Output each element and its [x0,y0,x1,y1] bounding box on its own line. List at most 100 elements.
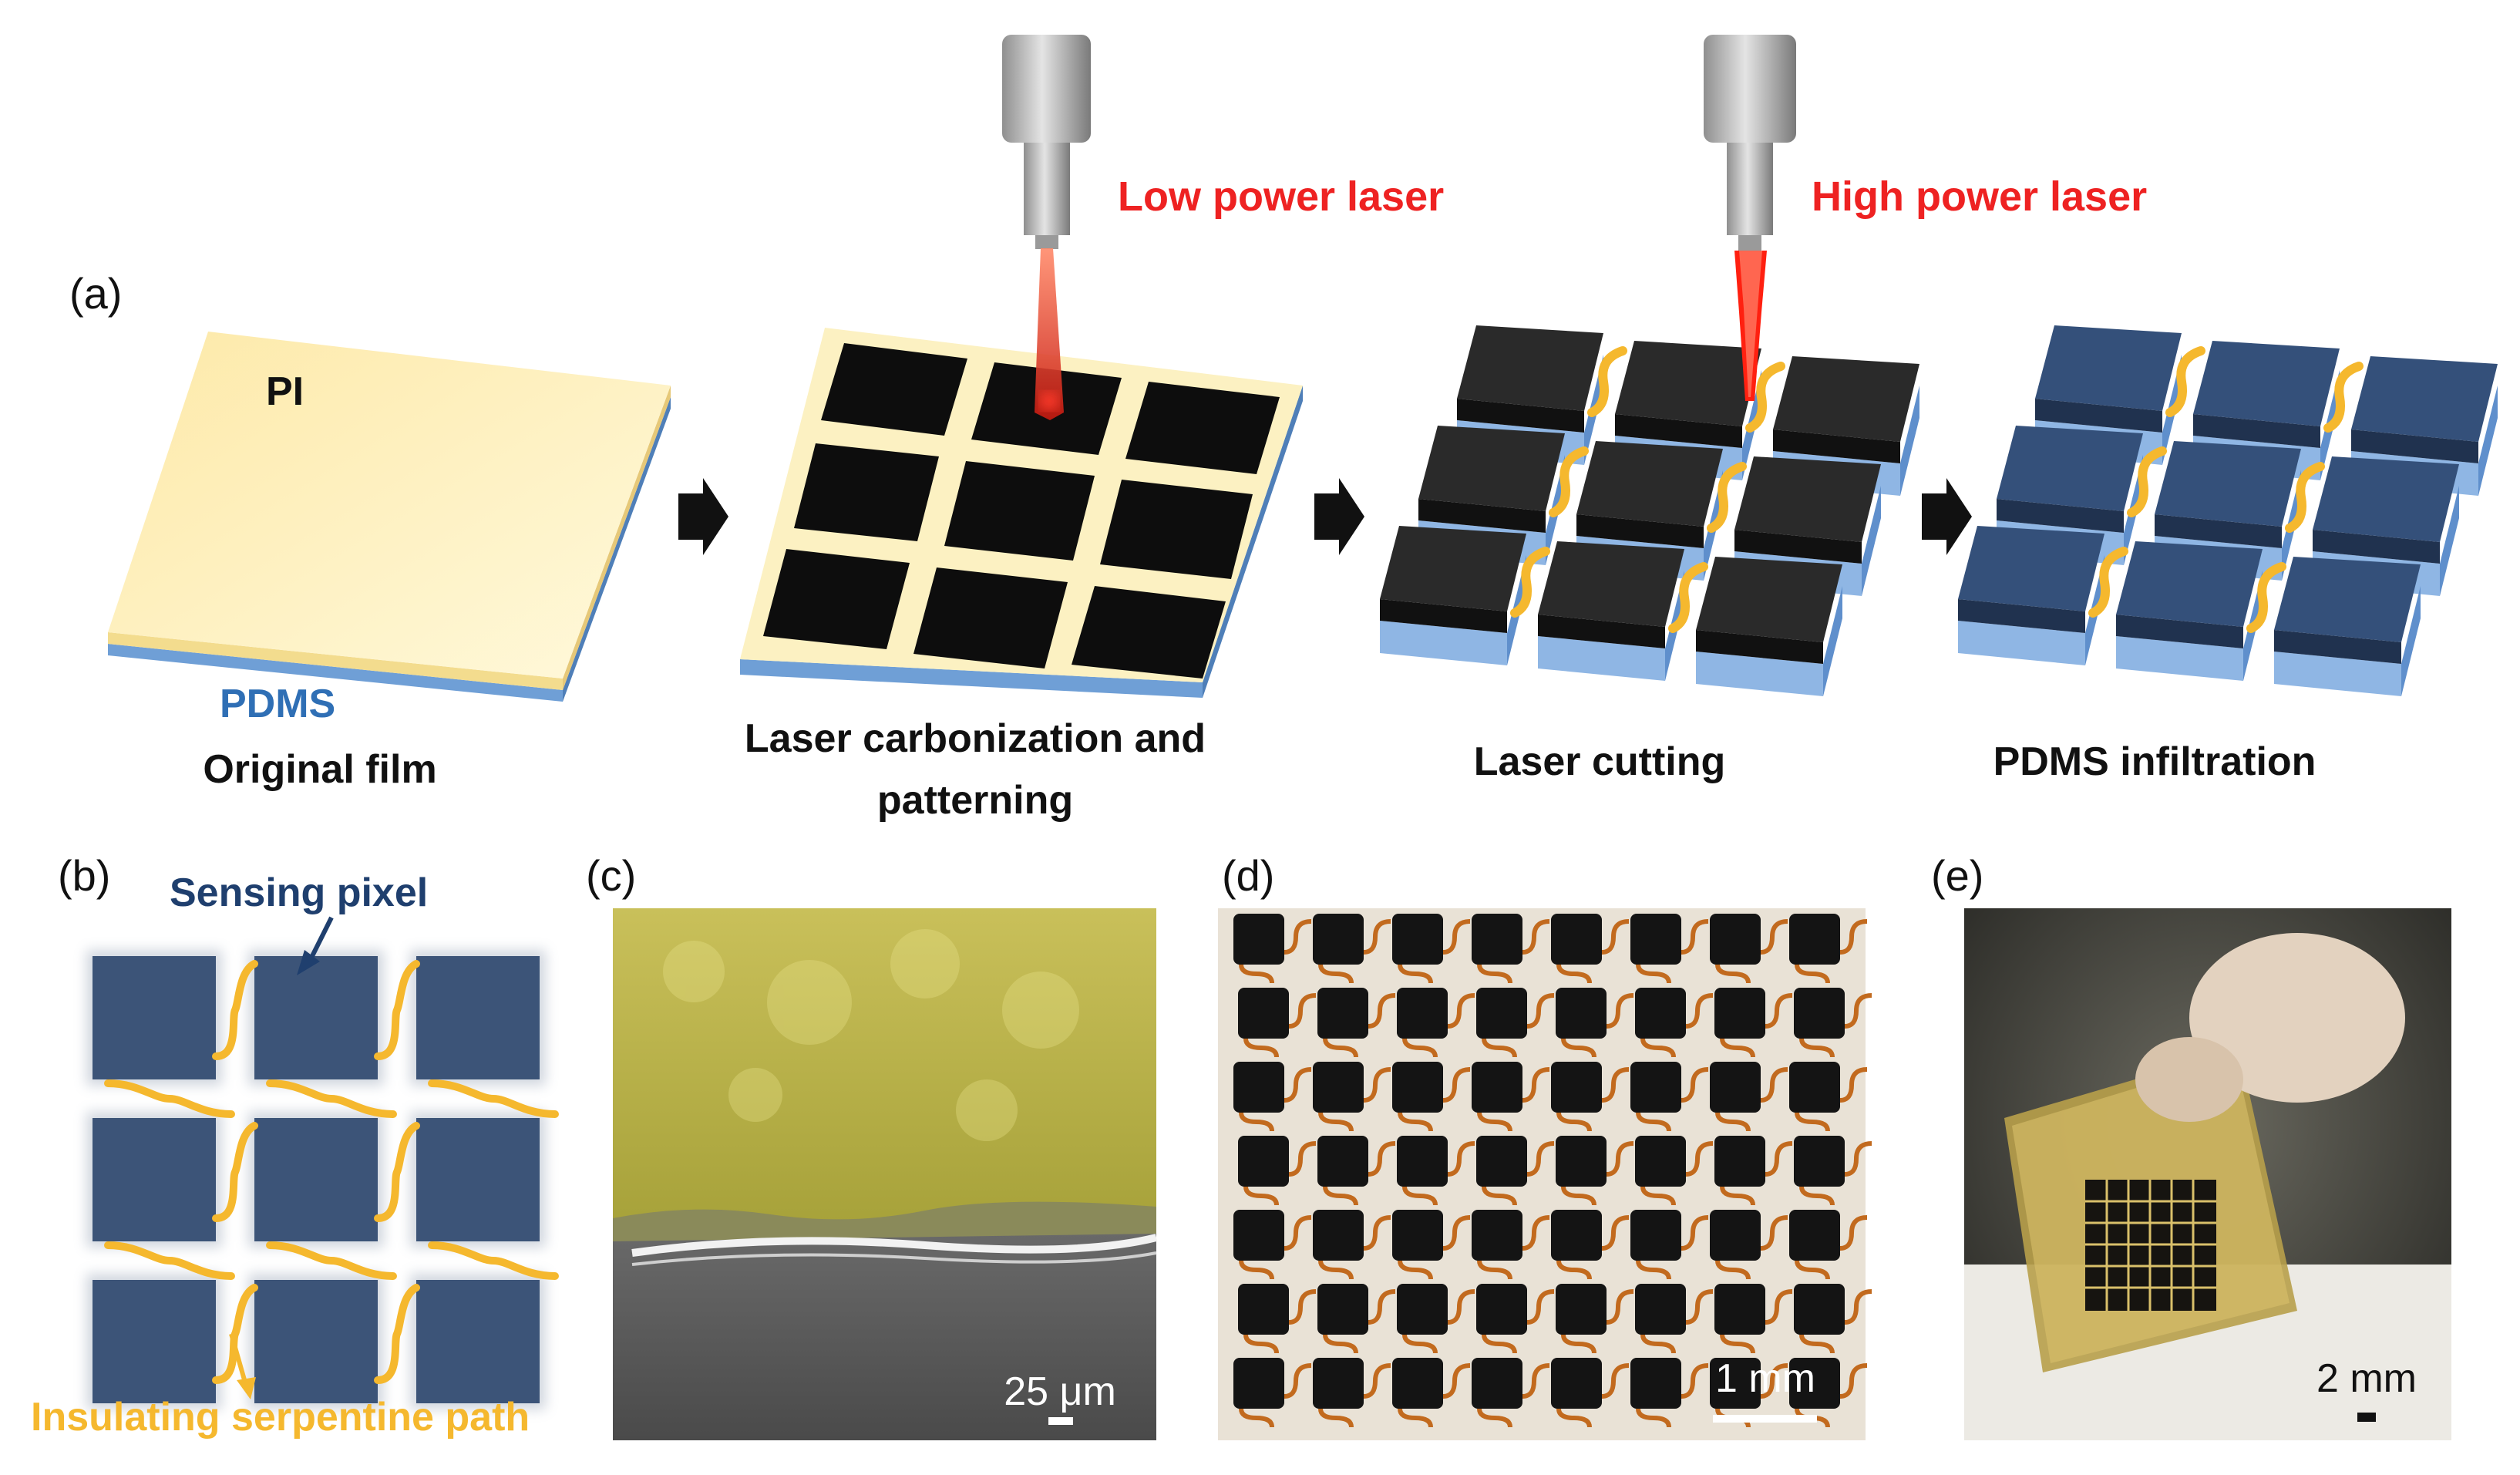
photo-pixel [1313,1210,1364,1261]
pixel-pad [1538,541,1708,681]
pixel-grid-schematic [86,950,559,1409]
photo-pixel [1238,988,1289,1039]
photo-pixel [1556,988,1607,1039]
pixel-pad [1380,526,1550,665]
panel-b: (b) Sensing pixel Insulating serpentine … [31,851,559,1440]
panel-label-b: (b) [58,851,110,900]
arrow-icon [678,478,728,555]
step-label-laser-cutting: Laser cutting [1474,739,1726,784]
serpentine-path [212,1284,258,1384]
sensing-pixel [93,956,216,1079]
array-photo-pixels [1233,914,1872,1428]
photo-pixel [1472,1358,1522,1409]
sensing-pixel [254,1280,378,1403]
arrow-icon [1922,478,1972,555]
photo-pixel [1789,1358,1840,1409]
photo-pixel [1789,1210,1840,1261]
scale-bar-label-c: 25 μm [1004,1369,1116,1414]
photo-pixel [1392,1062,1443,1113]
high-power-laser-label: High power laser [1812,173,2147,220]
panel-a: (a) PI PDMS Original film [69,35,2498,823]
panel-label-c: (c) [586,851,636,900]
photo-pixel [1794,1284,1845,1335]
photo-pixel [1789,914,1840,965]
photo-pixel [1233,914,1284,965]
photo-pixel [1238,1136,1289,1187]
photo-pixel [1556,1284,1607,1335]
sem-cross-section-image [613,908,1158,1440]
photo-pixel [1551,1062,1602,1113]
panel-c: (c) 25 μm [586,851,1158,1440]
step-label-original-film: Original film [203,747,436,792]
flexible-device-photo [1964,908,2451,1440]
photo-pixel [1714,1136,1765,1187]
photo-pixel [1551,914,1602,965]
arrow-head-icon [237,1377,256,1399]
serpentine-path [212,1122,258,1222]
photo-pixel [1630,1358,1681,1409]
scale-bar-label-d: 1 mm [1715,1356,1815,1401]
panel-label-d: (d) [1222,851,1274,900]
photo-pixel [1317,1284,1368,1335]
photo-pixel [1317,1136,1368,1187]
photo-pixel [1233,1062,1284,1113]
serpentine-path-label: Insulating serpentine path [31,1395,530,1440]
photo-pixel [1794,988,1845,1039]
photo-pixel [1714,988,1765,1039]
photo-pixel [1630,1210,1681,1261]
photo-pixel [1392,1210,1443,1261]
low-power-laser-head [1002,35,1091,420]
photo-pixel [1233,1210,1284,1261]
serpentine-pointer [229,1333,249,1389]
sensing-pixel [93,1280,216,1403]
photo-pixel [1392,1358,1443,1409]
original-film-illustration [108,332,671,702]
serpentine-path [374,1284,420,1384]
serpentine-path [266,1241,397,1280]
step-label-carbonization-line1: Laser carbonization and [745,716,1206,761]
photo-pixel [1794,1136,1845,1187]
photo-pixel [1635,988,1686,1039]
sensing-pixel [416,1118,540,1241]
arrow-icon [1314,478,1364,555]
photo-pixel [1714,1284,1765,1335]
photo-pixel [1233,1358,1284,1409]
pixel-pad [2155,441,2325,584]
photo-pixel [1476,1284,1527,1335]
photo-pixel [1472,1210,1522,1261]
photo-pixel [1710,1062,1761,1113]
laser-cut-array-illustration [1380,325,1919,696]
photo-pixel [1710,1210,1761,1261]
sensing-pixel [254,956,378,1079]
carbonized-film-illustration [740,328,1303,698]
photo-pixel [1472,1062,1522,1113]
panel-e: (e) 2 mm [1931,851,2451,1440]
high-power-laser-head [1704,35,1796,401]
photo-pixel [1313,1062,1364,1113]
arrow-head-icon [297,950,320,975]
photo-pixel [1630,914,1681,965]
sensing-pixel [93,1118,216,1241]
serpentine-path [374,1122,420,1222]
sensing-pixel [416,956,540,1079]
photo-pixel [1238,1284,1289,1335]
photo-pixel [1551,1210,1602,1261]
pixel-pad [2116,541,2286,681]
photo-pixel [1630,1062,1681,1113]
pixel-pad [1958,526,2128,665]
photo-pixel [1472,914,1522,965]
sensing-pixel [416,1280,540,1403]
pdms-label: PDMS [220,682,335,726]
pixel-pad [1418,426,1589,569]
photo-pixel [1710,914,1761,965]
serpentine-path [428,1241,559,1280]
photo-pixel [1313,914,1364,965]
step-label-pdms-infiltration: PDMS infiltration [1993,739,2316,784]
photo-pixel [1397,988,1448,1039]
photo-pixel [1789,1062,1840,1113]
photo-pixel [1635,1284,1686,1335]
scale-bar-label-e: 2 mm [2316,1356,2417,1401]
serpentine-path [212,960,258,1060]
photo-pixel [1397,1284,1448,1335]
photo-pixel [1551,1358,1602,1409]
